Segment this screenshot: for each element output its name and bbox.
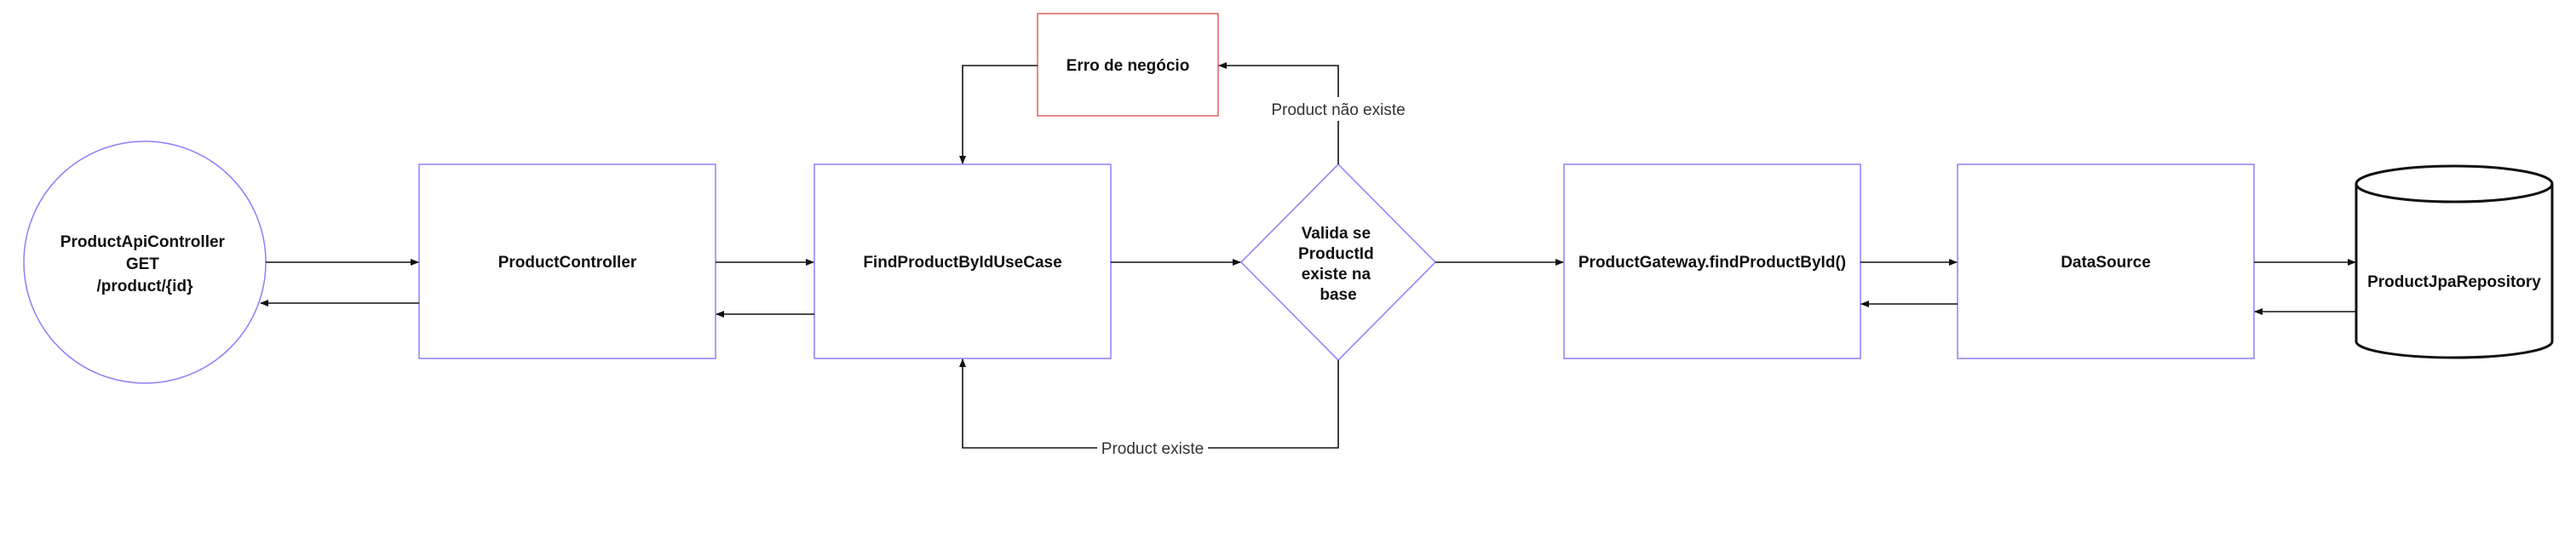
data-source-label: DataSource [2061, 254, 2151, 272]
arrow-error-to-usecase [959, 65, 1038, 164]
api-controller-node[interactable]: ProductApiController GET /product/{id} [23, 140, 267, 384]
product-controller-label: ProductController [498, 254, 637, 272]
data-source-node[interactable]: DataSource [1957, 163, 2255, 359]
decision-label-line3: existe na [1302, 266, 1371, 284]
decision-label-line1: Valida se [1302, 225, 1371, 243]
exists-label: Product existe [1101, 440, 1204, 458]
exists-label-bg [1097, 436, 1208, 460]
gateway-node[interactable]: ProductGateway.findProductById() [1563, 163, 1861, 359]
gateway-box [1563, 163, 1861, 359]
use-case-node[interactable]: FindProductByIdUseCase [814, 163, 1112, 359]
arrow-decision-to-error [1218, 62, 1339, 164]
product-controller-node[interactable]: ProductController [418, 163, 716, 359]
decision-label-line2: ProductId [1298, 245, 1374, 263]
error-box [1037, 13, 1219, 117]
decision-label-line4: base [1320, 286, 1356, 304]
not-exists-label: Product não existe [1271, 101, 1405, 119]
api-controller-label: ProductApiController GET /product/{id} [60, 233, 229, 295]
repository-label: ProductJpaRepository [2367, 273, 2541, 291]
gateway-label: ProductGateway.findProductById() [1578, 254, 1846, 272]
use-case-box [814, 163, 1112, 359]
database-cylinder-icon [2355, 184, 2554, 359]
use-case-label: FindProductByIdUseCase [863, 254, 1061, 272]
error-label: Erro de negócio [1067, 57, 1190, 75]
database-cylinder-top [2355, 164, 2554, 203]
api-controller-label-line1: ProductApiController [60, 233, 226, 251]
data-source-box [1957, 163, 2255, 359]
not-exists-label-bg [1271, 97, 1406, 121]
product-controller-box [418, 163, 716, 359]
arrow-decision-to-usecase [959, 358, 1339, 449]
decision-label: Valida se ProductId existe na base [1298, 225, 1378, 304]
repository-node[interactable]: ProductJpaRepository [2355, 164, 2554, 359]
api-controller-label-line3: /product/{id} [97, 278, 194, 295]
decision-node[interactable]: Valida se ProductId existe na base [1239, 163, 1437, 362]
api-controller-label-line2: GET [126, 255, 159, 273]
error-node[interactable]: Erro de negócio [1037, 13, 1219, 117]
